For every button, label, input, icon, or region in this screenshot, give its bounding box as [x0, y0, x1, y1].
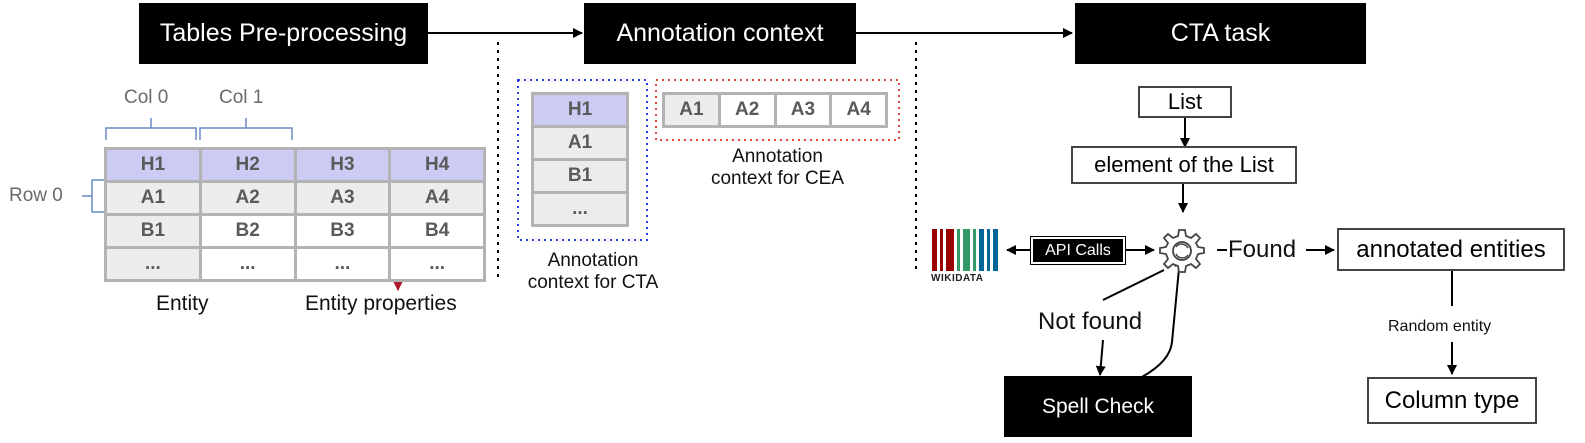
annotated-entities-box: annotated entities — [1337, 228, 1565, 271]
brace-col-1 — [199, 118, 293, 140]
cta-caption-line1: Annotation — [547, 250, 639, 271]
cta-context-caption: Annotation context for CTA — [518, 250, 668, 294]
spell-check-box: Spell Check — [1004, 376, 1192, 437]
api-calls-badge: API Calls — [1030, 236, 1126, 265]
table-row: B1 B2 B3 B4 — [104, 213, 486, 249]
table-cell: H1 — [104, 147, 202, 183]
cea-caption-line1: Annotation — [732, 146, 823, 167]
wikidata-label: WIKIDATA — [931, 273, 984, 284]
table-cell: H3 — [293, 147, 392, 183]
header-annotation-context: Annotation context — [584, 3, 856, 64]
table-row: ... ... ... ... — [104, 246, 486, 282]
table-cell: ... — [388, 246, 486, 282]
found-label: Found — [1228, 236, 1297, 263]
list-box: List — [1138, 86, 1232, 118]
cea-context-caption: Annotation context for CEA — [695, 146, 860, 190]
table-cell: A3 — [293, 180, 392, 216]
brace-row-0 — [82, 179, 104, 213]
col-1-label: Col 1 — [219, 87, 264, 108]
table-cell: B3 — [293, 213, 392, 249]
not-found-label: Not found — [1038, 308, 1143, 335]
header-tables-preprocessing: Tables Pre-processing — [139, 3, 428, 64]
entity-properties-label: Entity properties — [305, 292, 457, 315]
table-header-row: H1 H2 H3 H4 — [104, 147, 486, 183]
gear-icon — [1159, 229, 1205, 273]
table-cell: B2 — [198, 213, 297, 249]
arrow-spell-check-back — [1139, 257, 1185, 379]
table-cell: A1 — [531, 125, 629, 161]
arrow-not-found — [1100, 269, 1165, 375]
table-cell: A3 — [773, 92, 833, 128]
table-cell: A2 — [198, 180, 297, 216]
entity-label: Entity — [156, 292, 209, 315]
table-cell: ... — [198, 246, 297, 282]
table-cell: A1 — [104, 180, 202, 216]
table-cell: H1 — [531, 92, 629, 128]
cta-context-box — [517, 79, 648, 241]
table-cell: A4 — [829, 92, 888, 128]
table-cell: ... — [531, 191, 629, 227]
table-cell: A2 — [717, 92, 777, 128]
table-cell: ... — [104, 246, 202, 282]
table-cell: B4 — [388, 213, 486, 249]
table-cell: B1 — [104, 213, 202, 249]
cta-caption-line2: context for CTA — [527, 271, 659, 293]
table-row: A1 A2 A3 A4 — [104, 180, 486, 216]
table-cell: A1 — [662, 92, 721, 128]
table-cell: B1 — [531, 158, 629, 194]
source-table: H1 H2 H3 H4 A1 A2 A3 A4 B1 B2 B3 B4 ... … — [104, 147, 486, 282]
cea-context-box — [655, 79, 900, 141]
column-type-box: Column type — [1367, 377, 1537, 424]
table-cell: H2 — [198, 147, 297, 183]
table-cell: A4 — [388, 180, 486, 216]
row-0-label: Row 0 — [9, 185, 63, 206]
cta-context-table: H1 A1 B1 ... — [531, 92, 629, 227]
element-of-list-box: element of the List — [1071, 146, 1297, 184]
table-cell: H4 — [388, 147, 486, 183]
random-entity-label: Random entity — [1388, 318, 1492, 335]
header-cta-task: CTA task — [1075, 3, 1366, 64]
cea-context-table: A1 A2 A3 A4 — [662, 92, 888, 128]
brace-col-0 — [105, 118, 197, 140]
col-0-label: Col 0 — [124, 87, 169, 108]
table-cell: ... — [293, 246, 392, 282]
cea-caption-line2: context for CEA — [710, 167, 845, 189]
wikidata-logo-icon — [932, 229, 998, 271]
